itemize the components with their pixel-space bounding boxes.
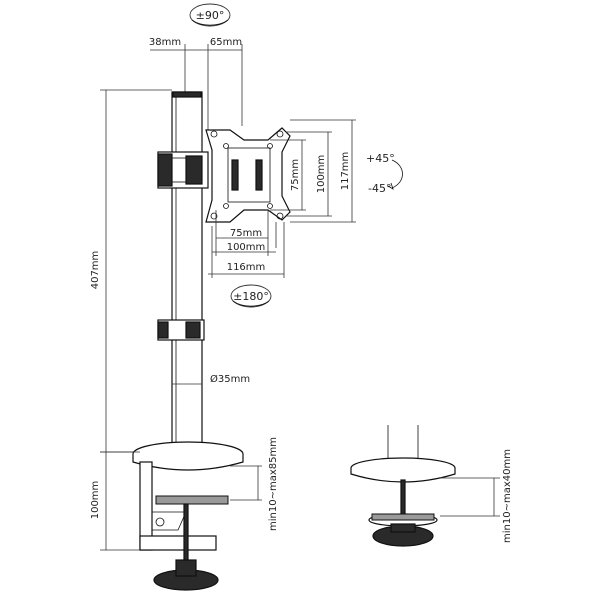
rotation-up-label: +45° [366, 152, 395, 165]
total-height-dimension: 407mm [90, 89, 172, 453]
vesa-height-dimensions: 75mm 100mm 117mm [270, 119, 356, 223]
clamp-height-label: 100mm [90, 481, 101, 520]
clamp-range-main-dimension: min10~max85mm [230, 437, 279, 531]
vesa-height-75-label: 75mm [290, 159, 301, 191]
clamp-height-dimension: 100mm [90, 451, 140, 551]
desk-base [132, 441, 244, 471]
vesa-width-75-label: 75mm [230, 228, 262, 239]
pole-diameter-dimension: Ø35mm [172, 373, 250, 385]
tilt-badge: ±90° [189, 3, 231, 27]
tilt-range-label: ±90° [196, 9, 225, 22]
vesa-width-dimensions: 75mm 100mm 116mm [208, 210, 285, 278]
pole-offset-left-label: 38mm [149, 37, 181, 48]
tilt-bracket [157, 151, 209, 189]
total-height-label: 407mm [90, 251, 101, 290]
pole-offset-right-label: 65mm [210, 37, 242, 48]
vesa-height-100-label: 100mm [316, 155, 327, 194]
swivel-range-label: ±180° [233, 290, 269, 303]
pole-diameter-label: Ø35mm [210, 373, 250, 385]
vesa-plate [205, 127, 291, 223]
detail-view [350, 425, 456, 547]
swivel-badge: ±180° [230, 284, 272, 308]
clamp-range-detail-dimension: min10~max40mm [440, 449, 513, 543]
rotation-indicator: +45° -45° [366, 152, 403, 195]
clamp-range-detail-label: min10~max40mm [502, 449, 513, 543]
desk-clamp [139, 461, 229, 591]
plate-width-label: 116mm [227, 262, 266, 273]
plate-height-label: 117mm [340, 152, 351, 191]
clamp-range-main-label: min10~max85mm [268, 437, 279, 531]
rotation-down-label: -45° [368, 182, 391, 195]
top-offset-dimensions: 38mm 65mm [149, 37, 243, 132]
pole [157, 91, 205, 448]
vesa-width-100-label: 100mm [227, 242, 266, 253]
